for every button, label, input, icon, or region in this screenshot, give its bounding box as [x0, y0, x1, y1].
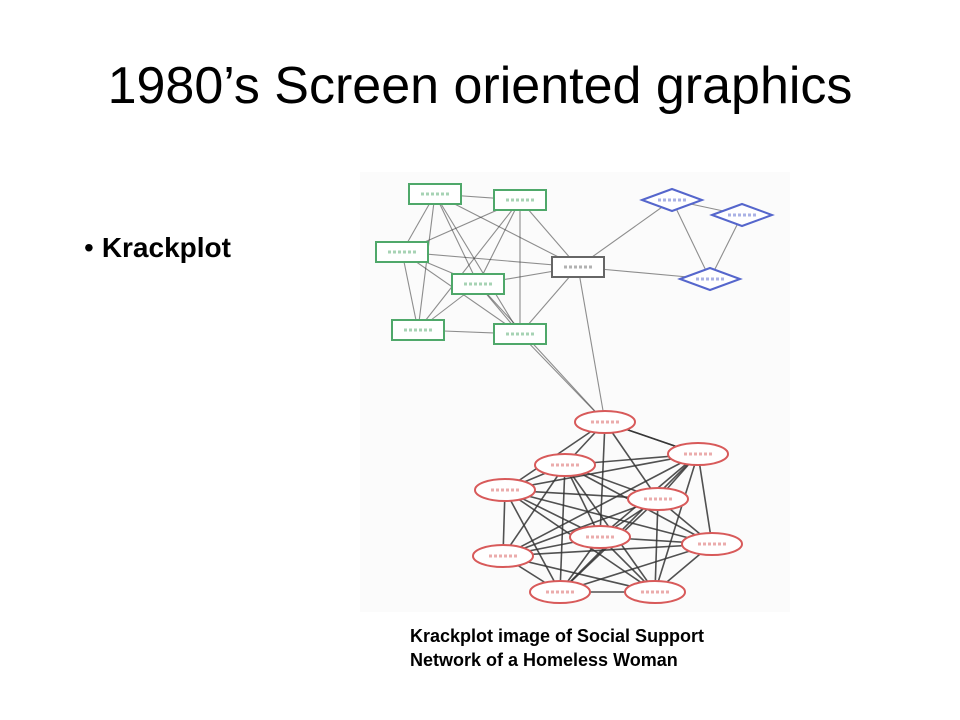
graph-edge: [577, 199, 673, 268]
graph-edge: [477, 199, 521, 285]
graph-edge: [401, 251, 419, 331]
red-node: [534, 453, 596, 477]
network-graph-image: [360, 172, 790, 612]
caption-line-1: Krackplot image of Social Support: [410, 626, 705, 646]
red-node: [667, 442, 729, 466]
green-node: [375, 241, 429, 263]
green-node: [493, 323, 547, 345]
green-node: [493, 189, 547, 211]
graph-edge: [502, 543, 713, 557]
bullet-item: •Krackplot: [84, 232, 231, 264]
bullet-dot: •: [84, 232, 94, 263]
red-node: [569, 525, 631, 549]
graph-edge: [697, 453, 713, 545]
green-node: [391, 319, 445, 341]
slide-title: 1980’s Screen oriented graphics: [107, 57, 853, 115]
center-node: [551, 256, 605, 278]
graph-edge: [502, 453, 699, 557]
graph-edge: [504, 453, 699, 491]
graph-edge: [477, 283, 606, 423]
graph-edge: [504, 489, 561, 593]
green-node: [451, 273, 505, 295]
graph-edge: [519, 199, 579, 268]
red-node: [472, 544, 534, 568]
blue-node: [677, 266, 743, 292]
graph-edge: [654, 453, 699, 593]
graph-edge: [709, 214, 743, 280]
bullet-text: Krackplot: [101, 232, 231, 263]
graph-edge: [434, 193, 479, 285]
graph-edge: [434, 193, 579, 268]
graph-nodes: [375, 183, 775, 604]
graph-edge: [519, 266, 579, 335]
green-node: [408, 183, 462, 205]
caption-line-2: Network of a Homeless Woman: [410, 650, 678, 670]
graph-edge: [502, 498, 659, 557]
graph-edge: [401, 251, 579, 268]
graph-edge: [654, 498, 659, 593]
red-node: [624, 580, 686, 604]
graph-edge: [577, 266, 606, 423]
graph-edge: [671, 199, 711, 280]
blue-node: [639, 187, 705, 213]
red-node: [529, 580, 591, 604]
graph-edge: [559, 543, 713, 593]
graph-edge: [417, 199, 521, 331]
red-node: [681, 532, 743, 556]
red-node: [627, 487, 689, 511]
red-node: [574, 410, 636, 434]
red-node: [474, 478, 536, 502]
blue-node: [709, 202, 775, 228]
image-caption: Krackplot image of Social Support Networ…: [410, 624, 704, 672]
graph-edge: [434, 193, 521, 335]
graph-edge: [604, 421, 659, 500]
